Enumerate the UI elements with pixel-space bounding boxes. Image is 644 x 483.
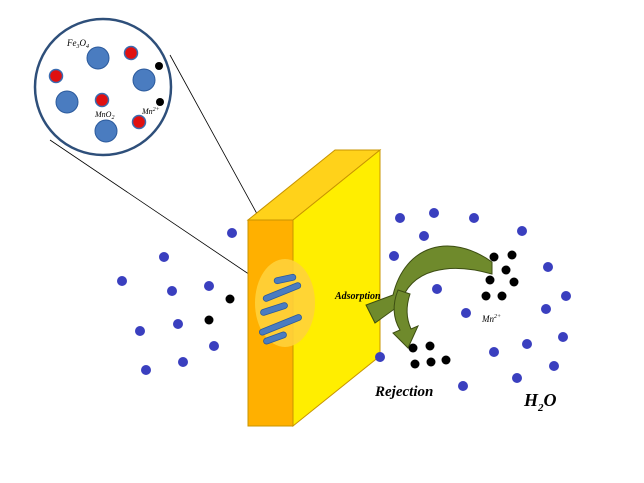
mno2-text: MnO	[94, 110, 112, 119]
h2o-label: H2O	[523, 390, 557, 414]
h2o-h: H	[523, 390, 539, 410]
water-dot	[549, 361, 559, 371]
water-dot	[375, 352, 385, 362]
mno2-particle	[131, 114, 147, 130]
fe3o4-fe: Fe	[66, 38, 77, 48]
channel	[263, 331, 287, 345]
h2o-o: O	[544, 390, 557, 410]
mn-dot	[204, 315, 214, 325]
water-dot	[429, 208, 439, 218]
mno2-particle	[48, 68, 64, 84]
mno2-particle	[123, 45, 139, 61]
water-dot	[558, 332, 568, 342]
arrow-to-membrane	[365, 245, 493, 324]
channel	[258, 314, 302, 336]
water-dot	[178, 357, 188, 367]
mn-ions-left	[204, 294, 235, 325]
mn-dot	[509, 277, 519, 287]
water-dot	[173, 319, 183, 329]
mn-ions-rejected	[408, 341, 451, 369]
mn-sup: 2+	[494, 314, 501, 320]
water-molecules-right	[375, 208, 571, 391]
water-dot	[489, 347, 499, 357]
water-dot	[522, 339, 532, 349]
mno2-sub: 2	[111, 115, 114, 121]
water-dot	[541, 304, 551, 314]
inset-zoom: Fe3O4 MnO2 Mn2+	[33, 17, 173, 157]
water-dot	[561, 291, 571, 301]
water-dot	[461, 308, 471, 318]
water-dot	[135, 326, 145, 336]
rejection-label: Rejection	[374, 384, 433, 400]
water-dot	[458, 381, 468, 391]
water-dot	[209, 341, 219, 351]
mn-dot	[481, 291, 491, 301]
mn-inset-sup: 2+	[153, 107, 160, 113]
mn-dot	[225, 294, 235, 304]
mn-ions-inset	[155, 62, 164, 106]
mn-dot	[497, 291, 507, 301]
mn-inset-label: Mn2+	[141, 107, 160, 116]
mn-ions-feed	[481, 250, 519, 301]
membrane	[246, 148, 382, 428]
arrow-rejection	[392, 289, 419, 349]
water-dot	[159, 252, 169, 262]
mn-dot	[410, 359, 420, 369]
water-molecules-left	[117, 228, 237, 375]
adsorption-label: Adsorption	[334, 291, 381, 302]
mn-dot	[426, 357, 436, 367]
mn-dot	[501, 265, 511, 275]
water-dot	[204, 281, 214, 291]
water-dot	[167, 286, 177, 296]
water-dot	[517, 226, 527, 236]
fe3o4-sub1: 3	[76, 44, 80, 50]
mn-dot	[408, 343, 418, 353]
fe3o4-sub2: 4	[86, 43, 89, 50]
mn-dot	[441, 355, 451, 365]
fe3o4-particle	[55, 90, 79, 114]
flow-arrow	[365, 245, 493, 349]
channel	[260, 302, 288, 316]
fe3o4-o: O	[80, 38, 87, 48]
water-dot	[395, 213, 405, 223]
mn-dot	[507, 250, 517, 260]
fe3o4-particles	[55, 46, 156, 143]
water-dot	[512, 373, 522, 383]
channel	[262, 282, 302, 302]
mn-dot	[485, 275, 495, 285]
water-dot	[543, 262, 553, 272]
mn-dot	[425, 341, 435, 351]
mn-right-label: Mn2+	[481, 314, 501, 324]
zoom-line-bottom	[49, 139, 263, 284]
fe3o4-particle	[132, 68, 156, 92]
water-dot	[389, 251, 399, 261]
fe3o4-particle	[94, 119, 118, 143]
water-dot	[141, 365, 151, 375]
water-dot	[469, 213, 479, 223]
water-dot	[419, 231, 429, 241]
nanochannels	[258, 273, 302, 345]
mno2-particles	[48, 45, 147, 130]
channel	[273, 273, 297, 285]
fe3o4-particle	[86, 46, 110, 70]
mn-inset-text: Mn	[141, 107, 153, 116]
water-dot	[117, 276, 127, 286]
mn-text: Mn	[481, 314, 494, 324]
mn-dot	[489, 252, 499, 262]
mn-dot	[155, 62, 163, 70]
mno2-label: MnO2	[94, 110, 114, 121]
mn-dot	[156, 98, 164, 106]
h2o-sub: 2	[537, 402, 544, 414]
mno2-particle	[94, 92, 110, 108]
water-dot	[227, 228, 237, 238]
fe3o4-label: Fe3O4	[66, 38, 89, 50]
water-dot	[432, 284, 442, 294]
